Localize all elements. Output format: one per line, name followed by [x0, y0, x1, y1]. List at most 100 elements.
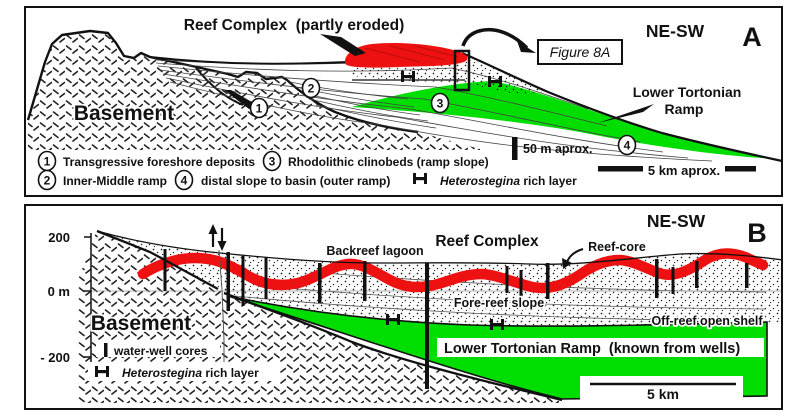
- well-core-symbol: [104, 343, 108, 357]
- unit-circle-4-label: 4: [624, 139, 631, 153]
- water-well-core: [745, 263, 749, 288]
- water-well-core: [655, 259, 659, 298]
- basement-fault-line-a: [195, 67, 244, 106]
- ramp-streak: [451, 91, 549, 105]
- basement-hatch-b: [78, 230, 562, 403]
- panel-a: Figure 8A Reef Complex (partly eroded) N…: [24, 6, 783, 197]
- basement-top-line-b: [96, 229, 219, 291]
- reef-core-band-b: [137, 248, 769, 294]
- water-well-core: [505, 266, 509, 293]
- reef-streak: [364, 47, 421, 63]
- reef-streak: [414, 45, 459, 58]
- basement-top-line-b2: [223, 291, 563, 402]
- internal-line: [261, 285, 767, 310]
- panel-letter-a: A: [742, 22, 762, 52]
- water-well-core: [546, 263, 550, 299]
- horizontal-scale-bar-right: [725, 166, 756, 172]
- water-well-core: [695, 261, 699, 288]
- orientation-label-a: NE-SW: [646, 21, 705, 41]
- fault-arrows: [208, 224, 227, 251]
- ramp-band-bg: [437, 338, 764, 357]
- water-well-core: [241, 256, 245, 306]
- legend-heterostegina-b: Heterostegina rich layer: [122, 366, 259, 380]
- water-well-core: [318, 263, 322, 303]
- reef-complex-label: Reef Complex: [435, 233, 539, 250]
- unit-circle-1: [249, 97, 269, 119]
- clinoform-line: [162, 73, 664, 153]
- scale-box-b: 5 km: [580, 376, 743, 402]
- ramp-label-arrow: [598, 104, 654, 123]
- legend-text-2: Inner-Middle ramp: [63, 174, 167, 188]
- figure-ref-label: Figure 8A: [550, 44, 611, 60]
- vertical-scale-label: 50 m aprox.: [523, 142, 592, 156]
- unit1-arrow: [224, 90, 257, 109]
- water-well-core: [163, 249, 167, 291]
- detail-window-rect: [453, 49, 471, 92]
- clinoform-line: [315, 104, 437, 129]
- water-well-core: [671, 267, 675, 294]
- water-well-core: [519, 270, 523, 298]
- unit-circle-3-label: 3: [437, 97, 444, 111]
- basement-label-b: Basement: [91, 312, 191, 335]
- scale-box-bg: [580, 376, 743, 402]
- ramp-label-line1: Lower Tortonian: [633, 84, 742, 100]
- ramp-streak: [467, 106, 646, 136]
- title-arrow: [320, 34, 366, 56]
- ramp-label-line2: Ramp: [665, 101, 704, 117]
- legend-circle-3: [262, 150, 282, 172]
- legend-text-1: Transgressive foreshore deposits: [63, 155, 255, 169]
- legend-a: 1 Transgressive foreshore deposits 3 Rho…: [37, 150, 577, 191]
- orientation-label-b: NE-SW: [647, 211, 706, 231]
- horizontal-scale-bar-left: [598, 166, 643, 172]
- off-reef-shelf-label: Off-reef open shelf: [651, 314, 763, 328]
- ramp-band-label: Lower Tortonian Ramp (known from wells): [444, 341, 740, 357]
- axis-label-0m: 0 m: [48, 284, 70, 299]
- panel-a-frame: [24, 6, 783, 197]
- unit-circle-4: [617, 134, 637, 156]
- panel-b-frame: [24, 204, 783, 410]
- fault-up-arrowhead: [208, 224, 218, 234]
- unit-circle-1-label: 1: [256, 102, 263, 116]
- fault-trace: [218, 249, 225, 375]
- heterostegina-legend-bg: [88, 362, 280, 381]
- legend-circle-2: [37, 169, 57, 191]
- elevation-axis: 200 0 m - 200: [40, 230, 92, 365]
- unit-circle-2: [301, 77, 321, 99]
- basement-outline-a: [26, 29, 419, 134]
- reef-body-streaks: [364, 45, 459, 63]
- legend-circle-4: [174, 169, 194, 191]
- panel-a-title: Reef Complex (partly eroded): [184, 17, 405, 34]
- figure-ref-box: [537, 39, 623, 65]
- reef-core-arrowhead: [562, 258, 572, 269]
- clinoform-line: [159, 69, 641, 143]
- unit-circle-3: [430, 92, 450, 114]
- basement-hatch-a: [28, 31, 480, 150]
- legend-b: water-well cores Heterostegina rich laye…: [88, 340, 280, 381]
- figure-ref-arrowhead: [517, 41, 536, 53]
- reef-streak: [389, 45, 446, 61]
- legend-num-1: 1: [44, 155, 51, 169]
- legend-num-4: 4: [181, 174, 188, 188]
- water-well-core: [425, 263, 429, 389]
- axis-label-minus200: - 200: [40, 350, 70, 365]
- reef-core-label: Reef-core: [588, 240, 646, 254]
- clinoform-line: [157, 65, 608, 127]
- reef-body-a: [344, 42, 468, 68]
- fault-down-arrowhead: [217, 241, 227, 251]
- unit-markers-a: 1 2 3 4: [224, 77, 637, 156]
- figure-ref-arrow: [461, 28, 529, 50]
- clinoform-line: [308, 98, 429, 122]
- legend-num-3: 3: [269, 155, 276, 169]
- wells-legend-bg: [96, 340, 220, 357]
- legend-text-4: distal slope to basin (outer ramp): [201, 174, 390, 188]
- ramp-streak: [439, 98, 613, 126]
- fore-reef-slope-label: Fore-reef slope: [454, 296, 544, 310]
- legend-heterostegina: Heterostegina rich layer: [440, 174, 577, 188]
- unit-circle-2-label: 2: [308, 82, 315, 96]
- vertical-scale-bar: [512, 137, 518, 160]
- reef-core-arrow: [566, 248, 584, 263]
- surface-line-a-left: [149, 56, 349, 65]
- water-well-core: [226, 252, 230, 311]
- ramp-streaks-a: [439, 91, 646, 136]
